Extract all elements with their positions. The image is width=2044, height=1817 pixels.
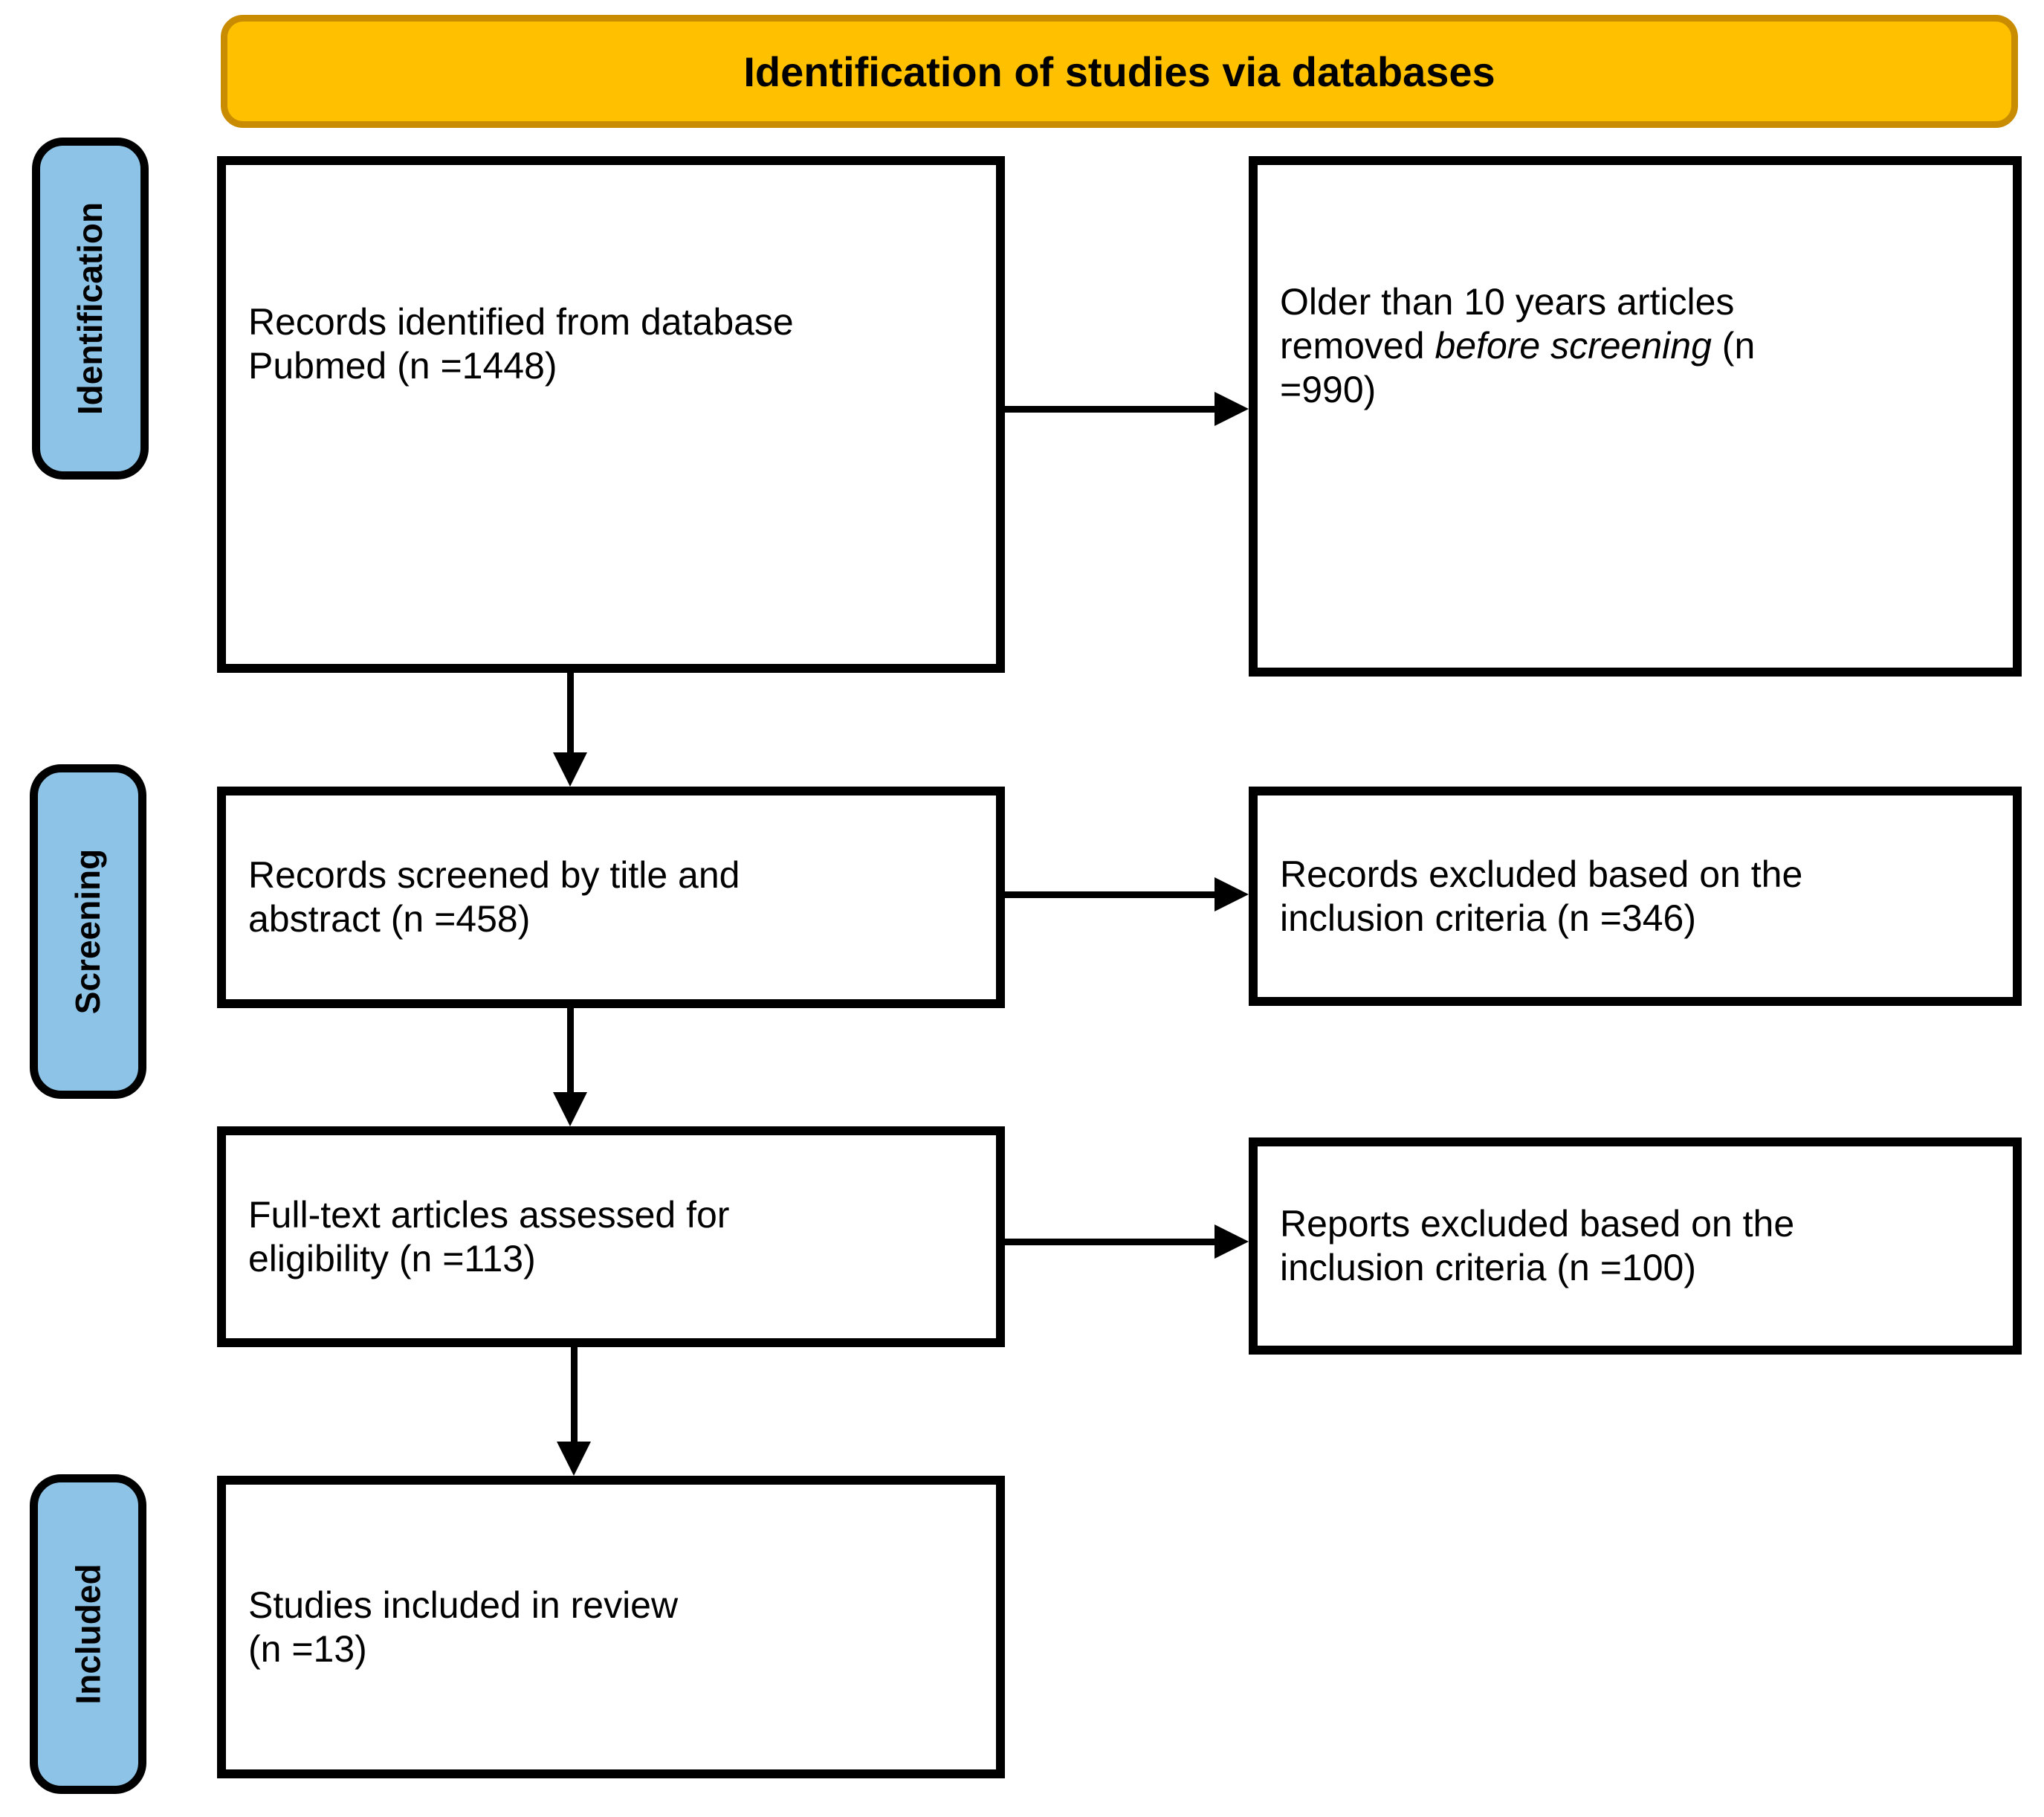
box-removed-line: Older than 10 years articles xyxy=(1280,280,1735,323)
box-removed-line2-italic: before screening xyxy=(1435,324,1712,367)
box-records-screened: Records screened by title and abstract (… xyxy=(217,787,1005,1008)
box-records-screened-line: Records screened by title and xyxy=(248,854,740,896)
box-fulltext-assessed-line: eligibility (n =113) xyxy=(248,1237,536,1279)
box-removed-line: removed before screening (n xyxy=(1280,324,1995,368)
connector-line xyxy=(567,1008,574,1093)
connector-line xyxy=(1005,1239,1215,1245)
box-records-excluded-line: inclusion criteria (n =346) xyxy=(1280,897,1696,939)
header-title: Identification of studies via databases xyxy=(743,48,1495,95)
box-records-excluded-line: Records excluded based on the xyxy=(1280,853,1803,895)
stage-screening: Screening xyxy=(30,764,146,1099)
box-removed-before-screening: Older than 10 years articles removed bef… xyxy=(1249,156,2022,677)
box-records-screened-line: abstract (n =458) xyxy=(248,898,531,940)
connector-line xyxy=(571,1347,578,1442)
box-records-identified: Records identified from database Pubmed … xyxy=(217,156,1005,673)
stage-included: Included xyxy=(30,1474,146,1794)
arrowhead-right-icon xyxy=(1215,1224,1249,1259)
stage-identification-label: Identification xyxy=(71,201,110,416)
box-records-identified-line: Records identified from database xyxy=(248,300,794,343)
box-removed-line: =990) xyxy=(1280,368,1377,410)
box-reports-excluded-line: inclusion criteria (n =100) xyxy=(1280,1247,1696,1288)
box-studies-included-line: (n =13) xyxy=(248,1627,367,1670)
box-reports-excluded: Reports excluded based on the inclusion … xyxy=(1249,1137,2022,1355)
box-fulltext-assessed-line: Full-text articles assessed for xyxy=(248,1193,730,1236)
stage-screening-label: Screening xyxy=(68,848,108,1015)
connector-line xyxy=(567,673,574,755)
box-records-excluded: Records excluded based on the inclusion … xyxy=(1249,787,2022,1006)
connector-line xyxy=(1005,891,1215,898)
header-banner: Identification of studies via databases xyxy=(221,15,2018,128)
box-removed-line2-prefix: removed xyxy=(1280,324,1435,367)
arrowhead-down-icon xyxy=(557,1442,591,1476)
arrowhead-right-icon xyxy=(1215,877,1249,911)
box-studies-included: Studies included in review (n =13) xyxy=(217,1476,1005,1778)
stage-identification: Identification xyxy=(32,138,149,480)
stage-included-label: Included xyxy=(68,1563,108,1705)
connector-line xyxy=(1005,406,1215,413)
arrowhead-down-icon xyxy=(553,752,587,787)
arrowhead-right-icon xyxy=(1215,392,1249,426)
box-records-identified-line: Pubmed (n =1448) xyxy=(248,344,557,387)
box-studies-included-line: Studies included in review xyxy=(248,1584,679,1626)
arrowhead-down-icon xyxy=(553,1092,587,1126)
box-fulltext-assessed: Full-text articles assessed for eligibil… xyxy=(217,1126,1005,1347)
box-removed-line2-suffix: (n xyxy=(1711,324,1756,367)
box-reports-excluded-line: Reports excluded based on the xyxy=(1280,1203,1795,1245)
